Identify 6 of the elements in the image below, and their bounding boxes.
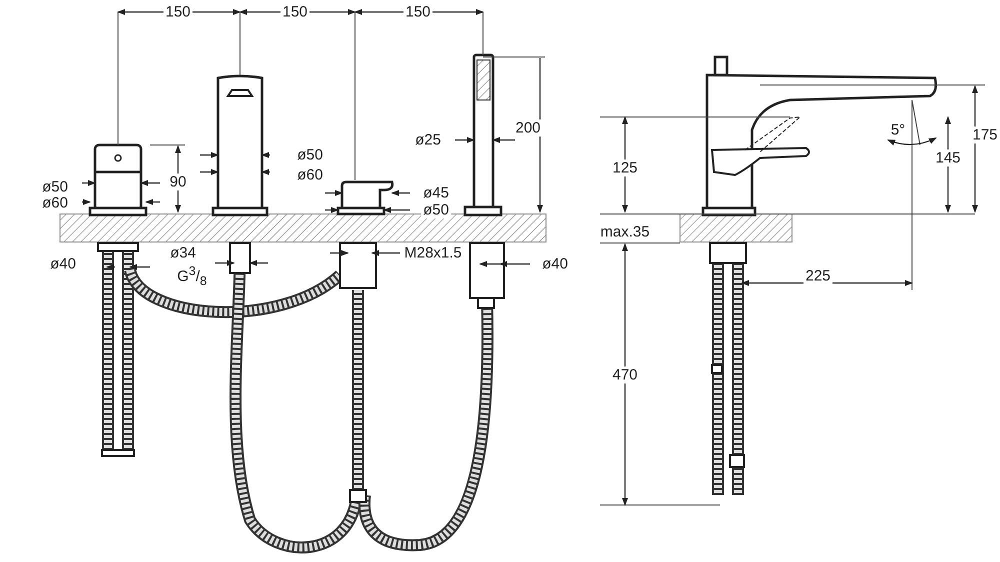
dimension-label: 90: [168, 174, 188, 190]
thread-label: G$^{3}$/$_{8}$: [175, 264, 209, 288]
dimension-label: 470: [610, 366, 640, 384]
dimension-label: ø50: [421, 202, 451, 218]
dimension-label: 225: [803, 268, 833, 284]
dimension-label: 200: [513, 120, 543, 136]
